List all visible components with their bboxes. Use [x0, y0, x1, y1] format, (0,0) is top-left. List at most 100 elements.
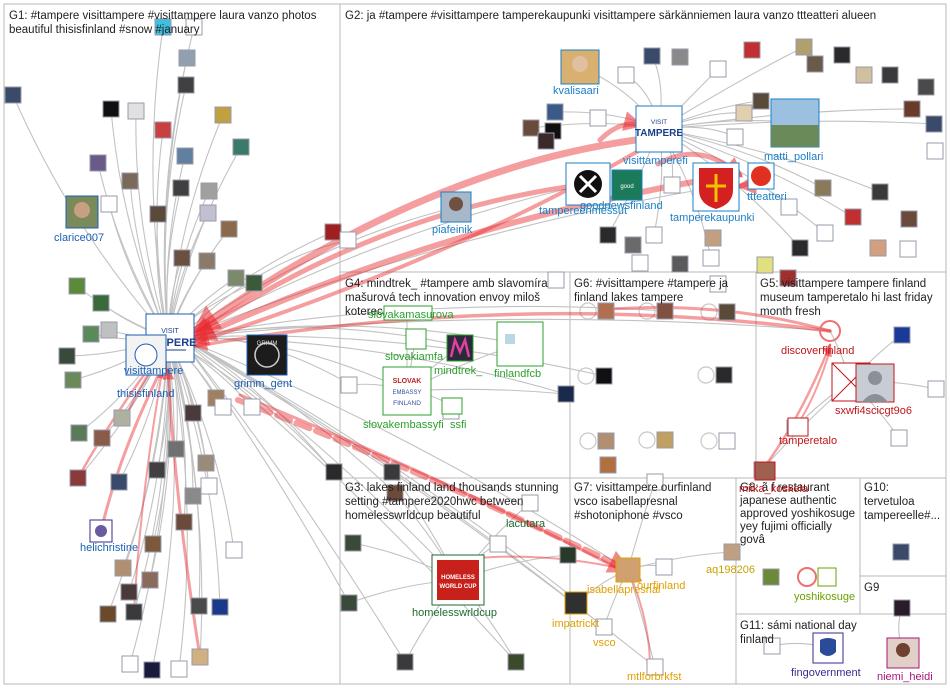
- node-fingovernment[interactable]: [812, 632, 844, 664]
- avatar-node[interactable]: [595, 618, 613, 636]
- avatar-node[interactable]: [243, 398, 261, 416]
- avatar-node[interactable]: [752, 92, 770, 110]
- avatar-node[interactable]: [735, 104, 753, 122]
- avatar-node[interactable]: [537, 132, 555, 150]
- avatar-node[interactable]: [763, 637, 781, 655]
- avatar-node[interactable]: [225, 541, 243, 559]
- avatar-node[interactable]: [339, 231, 357, 249]
- avatar-node[interactable]: [709, 60, 727, 78]
- avatar-node[interactable]: [899, 240, 917, 258]
- avatar-node[interactable]: [92, 294, 110, 312]
- avatar-node[interactable]: [167, 440, 185, 458]
- avatar-node[interactable]: [522, 119, 540, 137]
- avatar-node[interactable]: [170, 660, 188, 678]
- avatar-node[interactable]: [190, 597, 208, 615]
- avatar-node[interactable]: [200, 477, 218, 495]
- avatar-node[interactable]: [121, 655, 139, 673]
- avatar-node[interactable]: [718, 432, 736, 450]
- avatar-node[interactable]: [144, 535, 162, 553]
- node-kvalisaari[interactable]: [560, 49, 600, 85]
- avatar-node[interactable]: [881, 66, 899, 84]
- avatar-node[interactable]: [176, 147, 194, 165]
- avatar-node[interactable]: [597, 302, 615, 320]
- avatar-node[interactable]: [232, 138, 250, 156]
- avatar-node[interactable]: [154, 18, 172, 36]
- avatar-node[interactable]: [340, 376, 358, 394]
- avatar-node[interactable]: [149, 205, 167, 223]
- avatar-node[interactable]: [762, 568, 780, 586]
- avatar-node[interactable]: [844, 208, 862, 226]
- node-tamperetalo[interactable]: [787, 417, 809, 437]
- node-grimm-gent[interactable]: GRIMM: [246, 334, 288, 376]
- avatar-node[interactable]: [200, 182, 218, 200]
- avatar-node[interactable]: [704, 229, 722, 247]
- avatar-node[interactable]: [214, 398, 232, 416]
- avatar-node[interactable]: [245, 274, 263, 292]
- avatar-node[interactable]: [816, 224, 834, 242]
- avatar-node[interactable]: [177, 76, 195, 94]
- avatar-node[interactable]: [656, 302, 674, 320]
- avatar-node[interactable]: [893, 599, 911, 617]
- avatar-node[interactable]: [82, 325, 100, 343]
- avatar-node[interactable]: [70, 424, 88, 442]
- node-clarice007[interactable]: [65, 195, 99, 229]
- avatar-node[interactable]: [557, 385, 575, 403]
- avatar-node[interactable]: [595, 367, 613, 385]
- avatar-node[interactable]: [597, 432, 615, 450]
- avatar-node[interactable]: [718, 303, 736, 321]
- node-tamperekaupunki[interactable]: [692, 162, 740, 212]
- avatar-node[interactable]: [154, 121, 172, 139]
- avatar-node[interactable]: [100, 321, 118, 339]
- avatar-node[interactable]: [185, 18, 203, 36]
- avatar-node[interactable]: [127, 102, 145, 120]
- node-ttteatteri[interactable]: [747, 162, 775, 190]
- avatar-node[interactable]: [507, 653, 525, 671]
- avatar-node[interactable]: [386, 484, 404, 502]
- node-finlandfcb[interactable]: [496, 321, 544, 367]
- avatar-node[interactable]: [172, 179, 190, 197]
- avatar-node[interactable]: [631, 254, 649, 272]
- avatar-node[interactable]: [64, 371, 82, 389]
- avatar-node[interactable]: [344, 534, 362, 552]
- avatar-node[interactable]: [173, 249, 191, 267]
- avatar-node[interactable]: [814, 179, 832, 197]
- avatar-node[interactable]: [892, 543, 910, 561]
- avatar-node[interactable]: [191, 648, 209, 666]
- avatar-node[interactable]: [833, 46, 851, 64]
- node-yoshikosuge[interactable]: [797, 567, 837, 587]
- avatar-node[interactable]: [383, 463, 401, 481]
- avatar-node[interactable]: [855, 66, 873, 84]
- avatar-node[interactable]: [756, 256, 774, 274]
- avatar-node[interactable]: [702, 249, 720, 267]
- avatar-node[interactable]: [709, 275, 727, 293]
- node-slovakamasurova[interactable]: [383, 305, 433, 321]
- avatar-node[interactable]: [646, 473, 664, 491]
- avatar-node[interactable]: [925, 115, 943, 133]
- avatar-node[interactable]: [102, 100, 120, 118]
- avatar-node[interactable]: [869, 239, 887, 257]
- avatar-node[interactable]: [89, 154, 107, 172]
- avatar-node[interactable]: [890, 429, 908, 447]
- avatar-node[interactable]: [199, 204, 217, 222]
- avatar-node[interactable]: [900, 210, 918, 228]
- node-tampereenmessut[interactable]: [565, 162, 611, 206]
- avatar-node[interactable]: [197, 454, 215, 472]
- avatar-node[interactable]: [99, 605, 117, 623]
- node-slovakembassyfi[interactable]: SLOVAK EMBASSY FINLAND: [382, 366, 432, 416]
- avatar-node[interactable]: [69, 469, 87, 487]
- avatar-node[interactable]: [599, 456, 617, 474]
- node-sxwfi4scicgt9o6[interactable]: [831, 362, 895, 403]
- avatar-node[interactable]: [917, 78, 935, 96]
- avatar-node[interactable]: [715, 366, 733, 384]
- avatar-node[interactable]: [655, 558, 673, 576]
- avatar-node[interactable]: [113, 409, 131, 427]
- avatar-node[interactable]: [559, 546, 577, 564]
- avatar-node[interactable]: [340, 594, 358, 612]
- node-thisisfinland[interactable]: [125, 334, 167, 376]
- avatar-node[interactable]: [589, 109, 607, 127]
- avatar-node[interactable]: [645, 226, 663, 244]
- node-homelesswrldcup[interactable]: HOMELESS WORLD CUP: [431, 554, 485, 606]
- avatar-node[interactable]: [791, 239, 809, 257]
- node-slovakiamfa[interactable]: [405, 328, 427, 350]
- avatar-node[interactable]: [175, 513, 193, 531]
